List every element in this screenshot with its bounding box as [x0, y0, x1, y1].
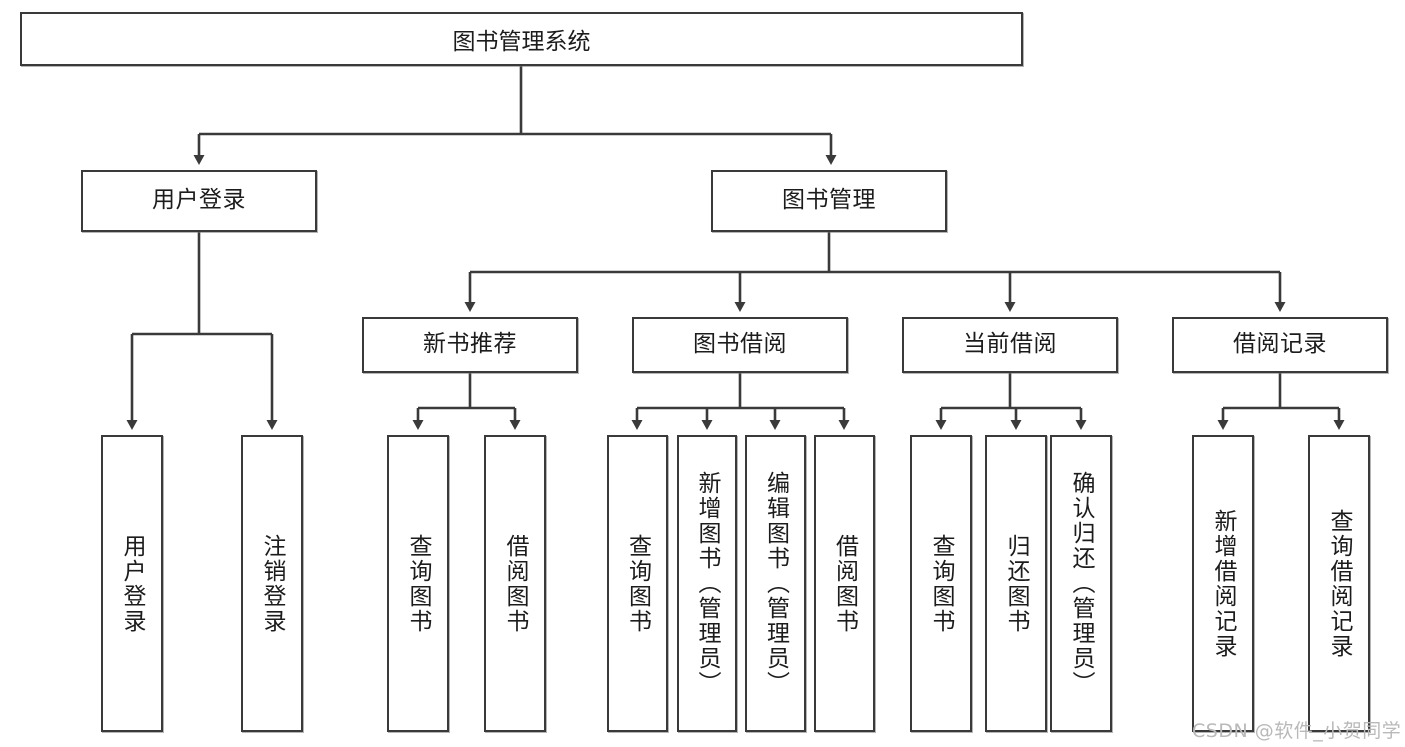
node-label: 图书管理 — [782, 187, 876, 214]
node-label: 注销登录 — [259, 533, 286, 634]
node-book-borrow[interactable]: 图书借阅 — [632, 317, 848, 373]
leaf-borrow-book-2[interactable]: 借阅图书 — [814, 435, 875, 732]
node-book-management[interactable]: 图书管理 — [711, 170, 947, 232]
node-label: 新书推荐 — [423, 331, 517, 358]
leaf-user-login[interactable]: 用户登录 — [101, 435, 163, 732]
node-user-login[interactable]: 用户登录 — [81, 170, 317, 232]
node-label: 用户登录 — [152, 187, 246, 214]
node-label: 新增借阅记录 — [1210, 508, 1237, 659]
leaf-confirm-return[interactable]: 确认归还（管理员） — [1050, 435, 1112, 732]
node-label: 编辑图书（管理员） — [762, 471, 789, 696]
node-current-borrow[interactable]: 当前借阅 — [902, 317, 1118, 373]
node-label: 归还图书 — [1003, 533, 1030, 634]
node-label: 借阅图书 — [831, 533, 858, 634]
node-label: 查询图书 — [405, 533, 432, 634]
node-label: 图书管理系统 — [452, 29, 591, 55]
node-root-system[interactable]: 图书管理系统 — [20, 12, 1023, 66]
node-label: 查询图书 — [624, 533, 651, 634]
leaf-query-book-3[interactable]: 查询图书 — [910, 435, 972, 732]
node-label: 查询借阅记录 — [1326, 508, 1353, 659]
node-label: 新增图书（管理员） — [694, 471, 721, 696]
leaf-add-book[interactable]: 新增图书（管理员） — [677, 435, 737, 732]
node-borrow-record[interactable]: 借阅记录 — [1172, 317, 1388, 373]
node-label: 当前借阅 — [963, 331, 1057, 358]
node-label: 用户登录 — [119, 533, 146, 634]
node-label: 查询图书 — [928, 533, 955, 634]
leaf-logout[interactable]: 注销登录 — [241, 435, 303, 732]
node-label: 借阅记录 — [1233, 331, 1327, 358]
leaf-return-book[interactable]: 归还图书 — [985, 435, 1047, 732]
leaf-borrow-book-1[interactable]: 借阅图书 — [484, 435, 546, 732]
node-label: 图书借阅 — [693, 331, 787, 358]
node-new-book-recommend[interactable]: 新书推荐 — [362, 317, 578, 373]
leaf-query-book-1[interactable]: 查询图书 — [387, 435, 449, 732]
leaf-query-book-2[interactable]: 查询图书 — [607, 435, 668, 732]
csdn-watermark: CSDN @软件_小贺同学 — [1192, 720, 1402, 742]
leaf-query-record[interactable]: 查询借阅记录 — [1308, 435, 1370, 732]
node-label: 借阅图书 — [502, 533, 529, 634]
leaf-add-record[interactable]: 新增借阅记录 — [1192, 435, 1254, 732]
node-label: 确认归还（管理员） — [1068, 471, 1095, 696]
leaf-edit-book[interactable]: 编辑图书（管理员） — [745, 435, 806, 732]
